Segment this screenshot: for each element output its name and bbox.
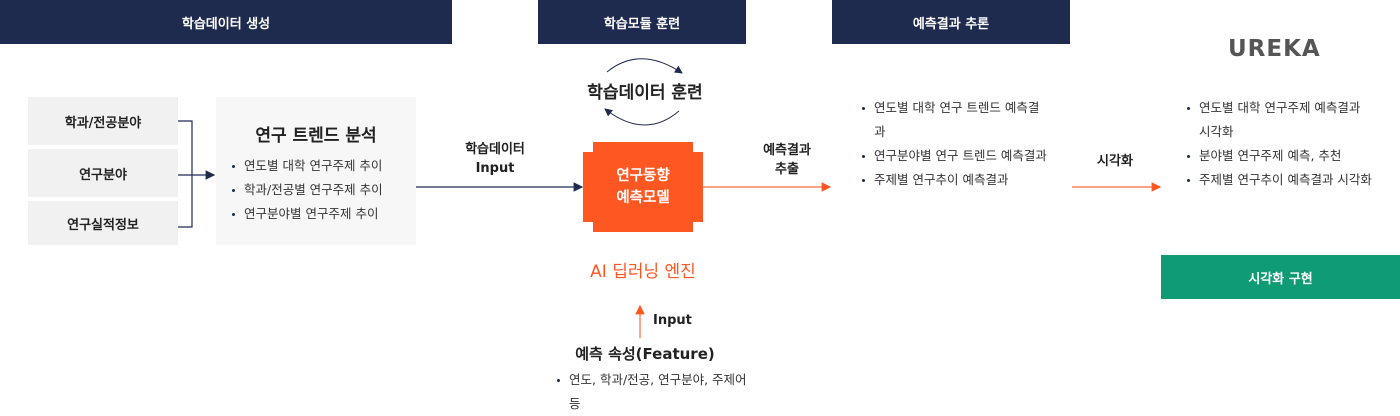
feature-title: 예측 속성(Feature) <box>575 345 715 363</box>
result-item: 연도별 대학 연구 트렌드 예측결과 <box>860 96 1050 144</box>
visual-list: 연도별 대학 연구주제 예측결과 시각화 분야별 연구주제 예측, 추천 주제별… <box>1185 96 1375 192</box>
trend-title: 연구 트렌드 분석 <box>255 126 377 146</box>
trend-item: 학과/전공별 연구주제 추이 <box>230 178 416 202</box>
header-result-inference: 예측결과 추론 <box>832 0 1070 44</box>
visualization-button: 시각화 구현 <box>1161 255 1400 299</box>
header-data-generation: 학습데이터 생성 <box>0 0 452 44</box>
results-list: 연도별 대학 연구 트렌드 예측결과 연구분야별 연구 트렌드 예측결과 주제별… <box>860 96 1050 192</box>
result-item: 주제별 연구추이 예측결과 <box>860 168 1050 192</box>
trend-item: 연구분야별 연구주제 추이 <box>230 202 416 226</box>
trend-item: 연도별 대학 연구주제 추이 <box>230 154 416 178</box>
source-research-record: 연구실적정보 <box>28 201 178 245</box>
visual-item: 주제별 연구추이 예측결과 시각화 <box>1185 168 1375 192</box>
visual-item: 연도별 대학 연구주제 예측결과 시각화 <box>1185 96 1375 144</box>
visual-item: 분야별 연구주제 예측, 추천 <box>1185 144 1375 168</box>
result-item: 연구분야별 연구 트렌드 예측결과 <box>860 144 1050 168</box>
visualize-label: 시각화 <box>1097 154 1133 169</box>
feature-item: 연도, 학과/전공, 연구분야, 주제어 등 <box>555 368 750 416</box>
ai-engine-label: AI 딥러닝 엔진 <box>590 262 696 282</box>
training-loop-label: 학습데이터 훈련 <box>587 83 703 103</box>
feature-input-label: Input <box>653 313 692 328</box>
source-research-field: 연구분야 <box>28 149 178 197</box>
ureka-logo: UREKA <box>1228 36 1321 62</box>
trend-analysis-box: 연구 트렌드 분석 연도별 대학 연구주제 추이 학과/전공별 연구주제 추이 … <box>216 97 416 245</box>
source-department: 학과/전공분야 <box>28 97 178 145</box>
header-module-training: 학습모듈 훈련 <box>538 0 746 44</box>
